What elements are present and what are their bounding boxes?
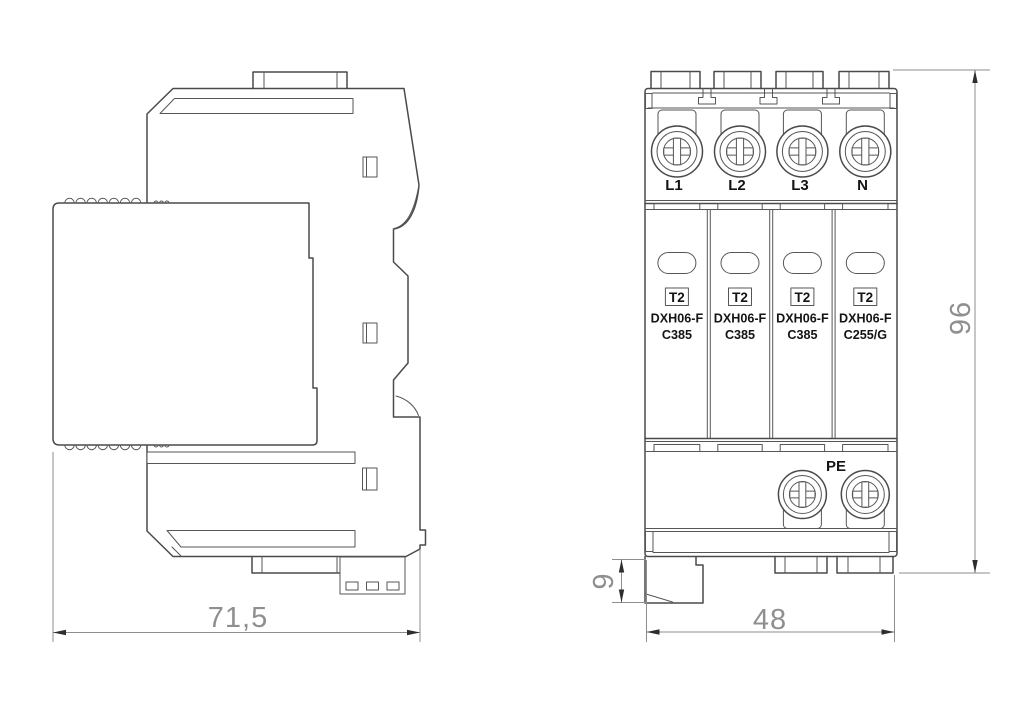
status-window <box>720 252 760 274</box>
screw-slot-v <box>798 137 807 166</box>
side-window-1 <box>362 156 378 178</box>
arrowhead-left <box>53 629 66 636</box>
dimension-height-96: 96 <box>893 69 990 574</box>
type-class-box <box>728 287 752 306</box>
side-band-bottom <box>166 530 356 548</box>
interlock-slot-3 <box>822 88 840 105</box>
type-class-box <box>853 287 878 306</box>
module-separators <box>706 209 836 439</box>
module-class: T2 <box>732 290 748 305</box>
arrowhead-bottom <box>618 589 625 603</box>
module-model: DXH06-F <box>839 312 892 326</box>
side-din-clip-foot <box>339 556 406 595</box>
terminal-label-l1: L1 <box>665 177 683 194</box>
clip-slot-3 <box>386 581 400 591</box>
module-code: C385 <box>725 328 755 342</box>
module-model: DXH06-F <box>651 312 704 326</box>
arrowhead-right <box>407 629 420 636</box>
interlock-slot-1 <box>698 88 716 105</box>
screw-slot-v <box>672 137 682 166</box>
side-chamfer-inner-line <box>171 546 182 557</box>
clip-slot-2 <box>366 581 379 591</box>
front-mounting-foot <box>644 555 704 604</box>
terminal-label-l2: L2 <box>728 177 746 194</box>
front-foot-chamfer <box>645 593 673 603</box>
top-tab-2 <box>713 70 762 90</box>
front-housing-body <box>644 87 898 558</box>
dimension-width-48: 48 <box>646 560 895 642</box>
side-bottom-tab <box>251 555 348 574</box>
dim-text-front-width: 48 <box>753 604 787 636</box>
terminal-screw-l1 <box>650 109 704 178</box>
pe-screw-2 <box>840 469 891 529</box>
clip-slot-1 <box>345 581 359 591</box>
type-class-box <box>664 287 689 306</box>
dim-text-side-width: 71,5 <box>208 602 268 634</box>
bottom-tab-2 <box>836 555 894 574</box>
din-claw-curve-bottom <box>395 395 419 416</box>
module-1: T2 DXH06-F C385 <box>651 252 704 342</box>
module-top-bumps <box>653 203 889 210</box>
terminal-screw-l3 <box>776 109 829 178</box>
terminal-label-l3: L3 <box>791 177 809 194</box>
front-bottom-tabs <box>774 555 894 574</box>
module-class: T2 <box>795 290 811 305</box>
side-view: 71,5 <box>52 71 427 642</box>
dimension-foot-9: 9 <box>588 559 646 603</box>
top-tab-4 <box>838 70 890 90</box>
module-code: C255/G <box>844 328 888 342</box>
top-tab-3 <box>775 70 824 90</box>
screw-slot-v <box>798 481 807 508</box>
module-3: T2 DXH06-F C385 <box>776 252 829 342</box>
arrowhead-left <box>646 629 660 635</box>
screw-slot-v <box>861 137 870 166</box>
arrowhead-bottom <box>972 560 978 573</box>
side-window-2 <box>362 322 378 344</box>
arrowhead-top <box>618 559 625 573</box>
bottom-tab-1 <box>774 555 828 574</box>
side-band-middle <box>146 451 356 464</box>
side-din-clip-slots <box>345 581 400 591</box>
front-corner-clip-br <box>888 531 897 552</box>
status-window <box>782 252 822 274</box>
dim-text-front-height: 96 <box>945 301 977 335</box>
din-claw-curve-top <box>393 184 420 229</box>
side-module-outline <box>52 202 318 446</box>
side-module-grip-ridges <box>64 197 170 451</box>
module-code: C385 <box>662 328 692 342</box>
screw-slot-v <box>861 481 870 508</box>
arrowhead-top <box>972 70 978 83</box>
side-window-3 <box>362 467 378 491</box>
side-band-top <box>159 98 354 114</box>
dim-text-foot-depth: 9 <box>588 572 620 589</box>
module-class: T2 <box>857 290 873 305</box>
pe-label: PE <box>826 458 846 475</box>
arrowhead-right <box>881 629 895 635</box>
module-model: DXH06-F <box>714 312 767 326</box>
front-view: L1 L2 L3 N T2 DXH06-F C385 T <box>588 69 990 642</box>
interlock-slot-2 <box>759 88 778 105</box>
type-class-box <box>790 287 815 306</box>
pe-terminal-area: PE <box>644 458 898 553</box>
screw-slot-v <box>735 137 745 166</box>
front-corner-clip-bl <box>645 531 654 552</box>
module-4: T2 DXH06-F C255/G <box>839 252 892 342</box>
side-top-tab <box>252 71 348 90</box>
status-window <box>657 252 697 274</box>
terminal-screws: L1 L2 L3 N <box>650 109 892 194</box>
pe-screw-1 <box>777 469 828 529</box>
status-window <box>845 252 885 274</box>
dimension-width-71-5: 71,5 <box>52 452 421 642</box>
module-2: T2 DXH06-F C385 <box>714 252 767 342</box>
terminal-screw-n <box>839 109 892 178</box>
module-code: C385 <box>787 328 817 342</box>
module-model: DXH06-F <box>776 312 829 326</box>
side-windows <box>362 156 378 491</box>
module-class: T2 <box>669 290 685 305</box>
front-top-tabs <box>650 70 890 105</box>
terminal-label-n: N <box>857 177 868 194</box>
top-tab-1 <box>650 70 701 90</box>
terminal-screw-l2 <box>713 109 767 178</box>
